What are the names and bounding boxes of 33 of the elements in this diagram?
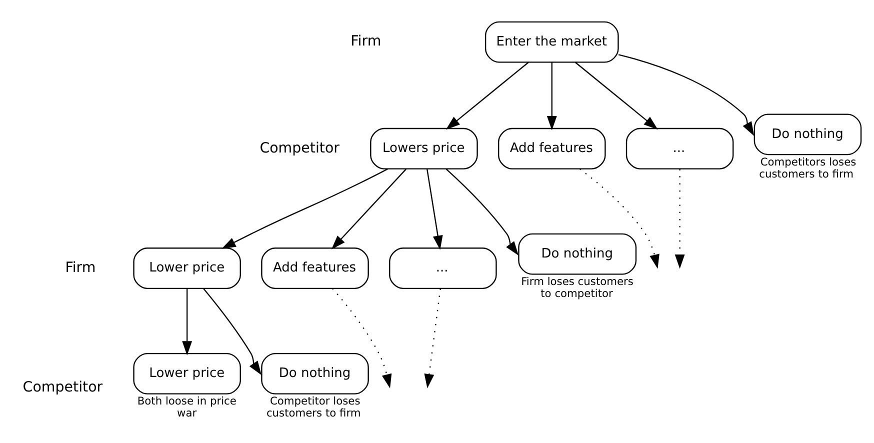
arrow <box>574 62 658 130</box>
arrow <box>674 169 685 269</box>
node-label: Firm loses customers to competitor <box>521 275 634 300</box>
arrow <box>426 169 443 250</box>
arrow <box>203 288 262 376</box>
node-box: Lower price <box>133 352 241 394</box>
node-box: Lower price <box>133 248 241 290</box>
node-box: Do nothing <box>754 114 862 156</box>
label: Competitor <box>260 140 340 156</box>
arrow <box>331 168 406 250</box>
node-box: Lowers price <box>370 128 478 170</box>
node-label: Competitor loses customers to firm <box>266 394 361 420</box>
node-box: Add features <box>498 128 606 170</box>
arrow <box>222 168 388 249</box>
label: Firm <box>65 260 96 276</box>
node-box: Add features <box>261 248 369 290</box>
arrow <box>182 288 192 356</box>
arrow <box>618 54 754 136</box>
arrow <box>446 168 519 256</box>
node-box: Enter the market <box>484 21 619 63</box>
arrow <box>446 62 529 130</box>
arrow <box>332 288 392 388</box>
arrow <box>546 62 557 130</box>
label: Competitor <box>22 380 103 396</box>
node-box: ... <box>389 248 497 290</box>
node-box: ... <box>626 128 734 170</box>
node-label: Both loose in price war <box>137 394 236 420</box>
label: Firm <box>350 34 382 50</box>
node-box: Do nothing <box>518 233 637 275</box>
node-label: Competitors loses customers to firm <box>759 155 856 180</box>
node-box: Do nothing <box>261 352 369 394</box>
arrow <box>580 168 660 269</box>
arrow <box>424 288 441 388</box>
